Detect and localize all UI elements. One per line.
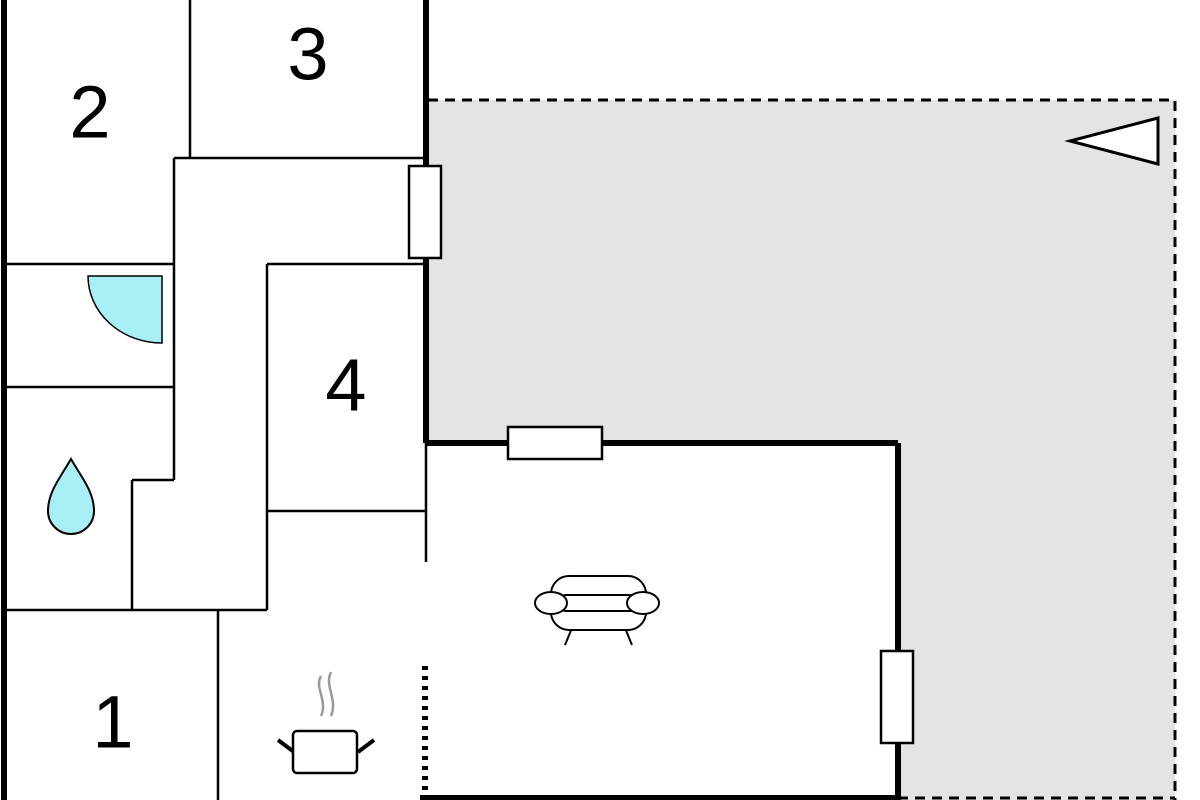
terrace-dashed-border (428, 98, 1177, 800)
cooking-pot-icon (276, 671, 376, 775)
sofa-icon (534, 575, 660, 646)
windows (407, 164, 915, 745)
water-drop-icon (46, 457, 96, 535)
room-label-1: 1 (92, 681, 133, 764)
window-living-top (506, 425, 604, 461)
room-label-2: 2 (69, 71, 110, 154)
room-label-3: 3 (287, 13, 328, 96)
terrace-area (428, 100, 1175, 800)
room-label-4: 4 (325, 344, 366, 427)
north-arrow-icon (1064, 116, 1160, 166)
shower-icon (87, 275, 163, 344)
window-north (407, 164, 443, 260)
interior-walls (4, 0, 428, 800)
window-living-right (879, 649, 915, 745)
exterior-walls (1, 0, 901, 800)
